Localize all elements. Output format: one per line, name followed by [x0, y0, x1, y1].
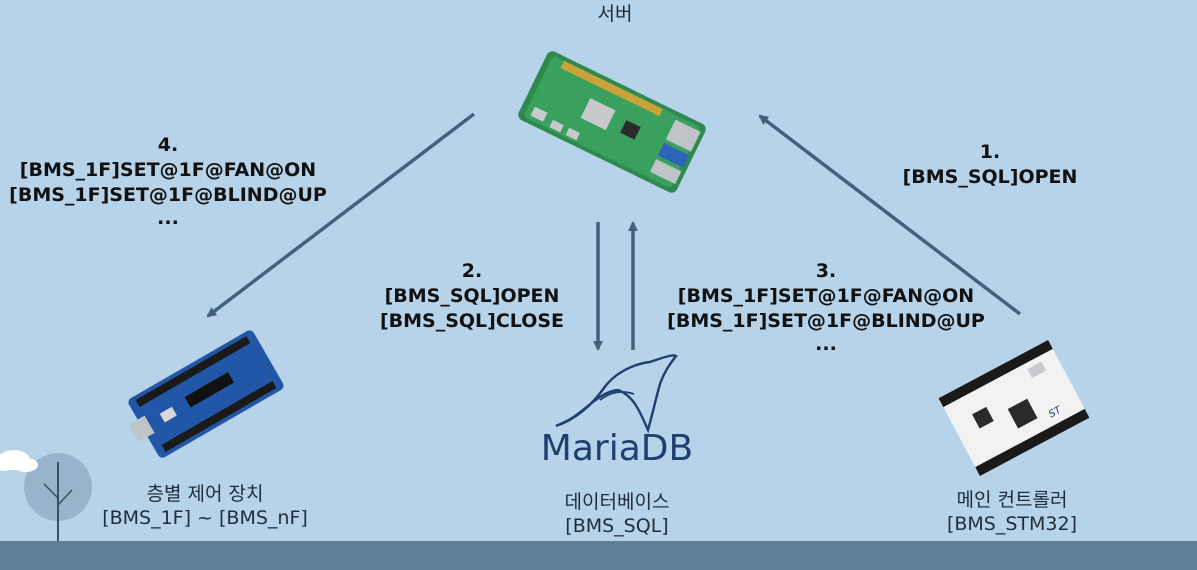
arrow-server-to-floor [206, 112, 476, 318]
floor-controller-subtitle: [BMS_1F] ~ [BMS_nF] [102, 507, 308, 529]
main-controller-title: 메인 컨트롤러 [956, 489, 1068, 511]
message-2-line-2: [BMS_SQL]CLOSE [379, 310, 565, 332]
message-4-line-1: [BMS_1F]SET@1F@FAN@ON [19, 159, 317, 181]
message-2-line-1: [BMS_SQL]OPEN [384, 285, 560, 307]
message-4-line-2: [BMS_1F]SET@1F@BLIND@UP [9, 184, 327, 206]
message-1: 1. [BMS_SQL]OPEN [880, 140, 1100, 190]
message-1-line-1: [BMS_SQL]OPEN [902, 166, 1078, 188]
message-3-step: 3. [815, 260, 837, 282]
message-3-line-1: [BMS_1F]SET@1F@FAN@ON [677, 285, 975, 307]
tree-illustration [24, 453, 92, 542]
database-title: 데이터베이스 [564, 491, 670, 513]
raspberry-pi-board-image [518, 51, 706, 193]
message-3-line-2: [BMS_1F]SET@1F@BLIND@UP [667, 310, 985, 332]
message-4-line-3: ... [157, 207, 179, 229]
message-4-step: 4. [157, 134, 179, 156]
floor-controller-label: 층별 제어 장치 [BMS_1F] ~ [BMS_nF] [75, 482, 335, 530]
server-label: 서버 [565, 2, 665, 26]
arrow-main-to-server [758, 114, 1022, 316]
server-title: 서버 [597, 3, 633, 25]
database-subtitle: [BMS_SQL] [565, 515, 669, 537]
main-controller-label: 메인 컨트롤러 [BMS_STM32] [912, 488, 1112, 536]
mariadb-logo [555, 354, 678, 434]
message-1-step: 1. [979, 141, 1001, 163]
arduino-board-image [128, 330, 284, 458]
message-2-step: 2. [461, 260, 483, 282]
ground-strip [0, 541, 1197, 570]
main-controller-subtitle: [BMS_STM32] [946, 513, 1078, 535]
message-3-line-3: ... [815, 333, 837, 355]
database-label: 데이터베이스 [BMS_SQL] [517, 490, 717, 538]
message-2: 2. [BMS_SQL]OPEN [BMS_SQL]CLOSE [357, 259, 587, 334]
message-4: 4. [BMS_1F]SET@1F@FAN@ON [BMS_1F]SET@1F@… [0, 133, 336, 228]
mariadb-logo-text: MariaDB [540, 428, 694, 469]
message-3: 3. [BMS_1F]SET@1F@FAN@ON [BMS_1F]SET@1F@… [650, 259, 1002, 354]
floor-controller-title: 층별 제어 장치 [146, 483, 264, 505]
nucleo-stm32-board-image: ST [938, 340, 1090, 476]
cloud-illustration [0, 450, 38, 472]
